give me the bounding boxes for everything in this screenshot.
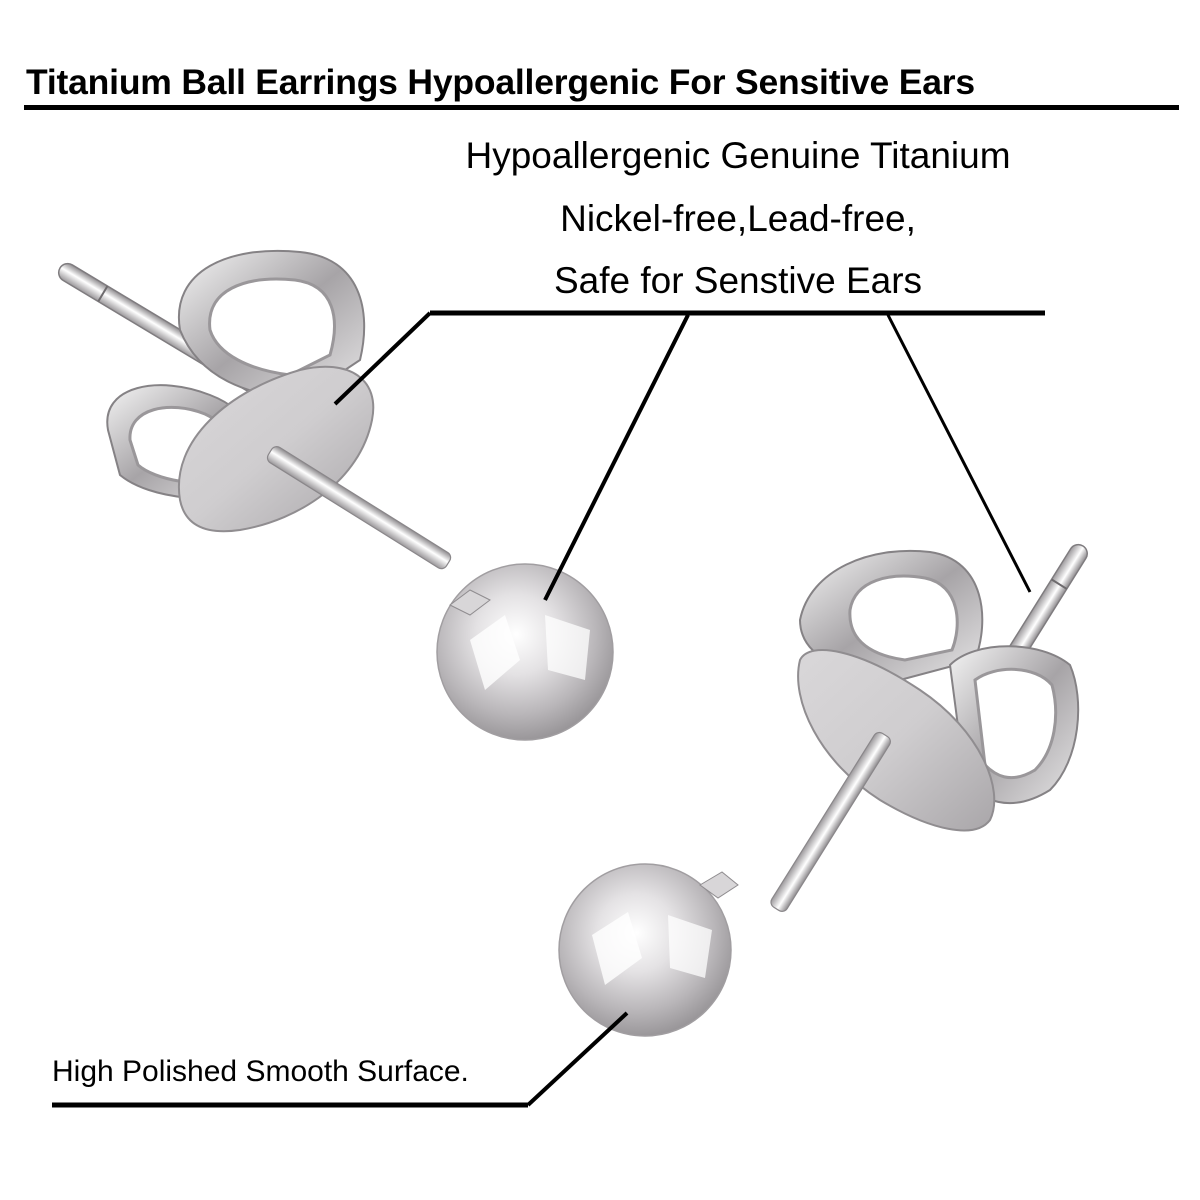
feature-callout-line-3: Safe for Senstive Ears <box>553 260 923 301</box>
feature-callout-leader <box>333 310 1045 601</box>
title-underline <box>24 105 1179 110</box>
feature-callout-line-1: Hypoallergenic Genuine Titanium <box>465 135 1011 176</box>
surface-callout-leader <box>52 1011 629 1108</box>
right-backing-disc <box>797 649 996 832</box>
feature-callout-line-2: Nickel-free,Lead-free, <box>560 198 916 239</box>
left-ball <box>436 563 614 741</box>
left-post <box>266 446 452 570</box>
page-title: Titanium Ball Earrings Hypoallergenic Fo… <box>26 62 975 102</box>
right-backing-loops <box>798 549 1080 805</box>
right-earring <box>558 543 1088 1037</box>
left-earring <box>57 249 614 741</box>
right-post <box>770 731 891 912</box>
surface-callout: High Polished Smooth Surface. <box>52 1055 469 1088</box>
right-ball <box>558 863 732 1037</box>
